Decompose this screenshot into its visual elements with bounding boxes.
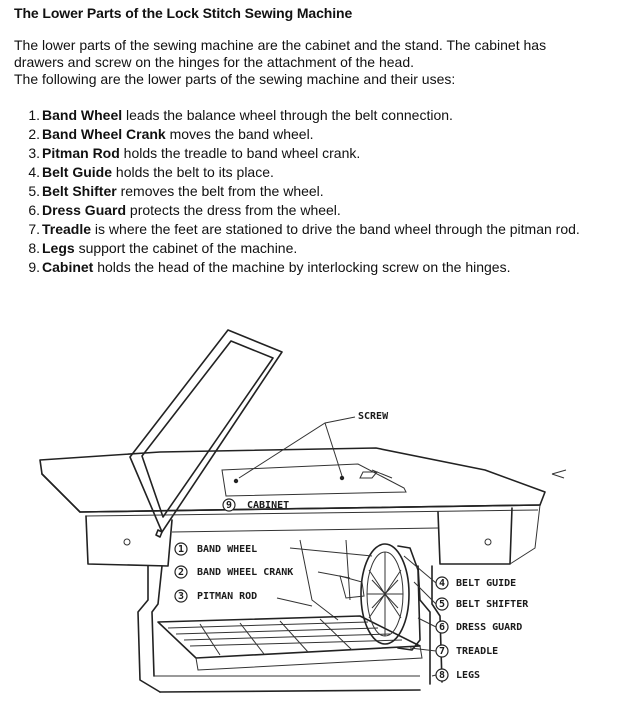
arrow-mark-icon bbox=[551, 469, 567, 479]
cabinet-label: CABINET bbox=[247, 500, 289, 511]
legs-label: LEGS bbox=[456, 670, 480, 681]
band-wheel-label: BAND WHEEL bbox=[197, 544, 257, 555]
belt-shifter-label: BELT SHIFTER bbox=[456, 599, 529, 610]
dress-guard-callout: 6 DRESS GUARD bbox=[417, 617, 522, 634]
band-wheel bbox=[339, 543, 421, 651]
list-item: 1.Band Wheel leads the balance wheel thr… bbox=[0, 106, 580, 125]
intro-paragraph: The lower parts of the sewing machine ar… bbox=[14, 37, 614, 88]
part-term: Legs bbox=[42, 240, 75, 256]
parts-list: 1.Band Wheel leads the balance wheel thr… bbox=[0, 106, 580, 277]
list-number: 4. bbox=[28, 164, 40, 180]
list-number: 2. bbox=[28, 126, 40, 142]
belt-shifter-number: 5 bbox=[439, 599, 445, 610]
band-wheel-crank-label: BAND WHEEL CRANK bbox=[197, 567, 293, 578]
list-item: 4.Belt Guide holds the belt to its place… bbox=[0, 163, 580, 182]
list-item: 2.Band Wheel Crank moves the band wheel. bbox=[0, 125, 580, 144]
part-description: moves the band wheel. bbox=[165, 126, 314, 142]
part-term: Band Wheel bbox=[42, 107, 123, 123]
pitman-rod-number: 3 bbox=[178, 591, 184, 602]
list-number: 1. bbox=[28, 107, 40, 123]
part-description: holds the treadle to band wheel crank. bbox=[119, 145, 361, 161]
machine-lid bbox=[129, 329, 283, 538]
list-item: 6.Dress Guard protects the dress from th… bbox=[0, 201, 580, 220]
sewing-machine-diagram: SCREW 9 CABINET bbox=[39, 329, 567, 693]
part-description: holds the head of the machine by interlo… bbox=[93, 259, 511, 275]
treadle-number: 7 bbox=[439, 646, 445, 657]
list-item: 5.Belt Shifter removes the belt from the… bbox=[0, 182, 580, 201]
intro-line: The lower parts of the sewing machine ar… bbox=[14, 37, 547, 53]
intro-line: drawers and screw on the hinges for the … bbox=[14, 54, 415, 70]
part-term: Pitman Rod bbox=[42, 145, 120, 161]
belt-guide-number: 4 bbox=[439, 578, 445, 589]
cabinet-number: 9 bbox=[226, 500, 232, 511]
dress-guard-label: DRESS GUARD bbox=[456, 622, 522, 633]
part-description: protects the dress from the wheel. bbox=[126, 202, 341, 218]
part-description: leads the balance wheel through the belt… bbox=[122, 107, 453, 123]
pitman-rod-callout: 3 PITMAN ROD bbox=[174, 589, 313, 607]
stand-frame bbox=[137, 539, 443, 693]
list-item: 7.Treadle is where the feet are statione… bbox=[0, 220, 580, 239]
part-description: is where the feet are stationed to drive… bbox=[91, 221, 580, 237]
part-term: Belt Shifter bbox=[42, 183, 117, 199]
dress-guard-number: 6 bbox=[439, 622, 445, 633]
cabinet-apron bbox=[85, 504, 541, 567]
part-term: Cabinet bbox=[42, 259, 94, 275]
part-term: Treadle bbox=[42, 221, 92, 237]
list-number: 3. bbox=[28, 145, 40, 161]
list-number: 6. bbox=[28, 202, 40, 218]
legs-callout: 8 LEGS bbox=[431, 668, 480, 682]
list-number: 8. bbox=[28, 240, 40, 256]
intro-line: The following are the lower parts of the… bbox=[14, 71, 456, 87]
band-wheel-number: 1 bbox=[178, 544, 184, 555]
document-title: The Lower Parts of the Lock Stitch Sewin… bbox=[14, 5, 353, 21]
band-wheel-crank-number: 2 bbox=[178, 567, 184, 578]
belt-guide-label: BELT GUIDE bbox=[456, 578, 516, 589]
list-number: 5. bbox=[28, 183, 40, 199]
part-description: removes the belt from the wheel. bbox=[116, 183, 324, 199]
part-term: Band Wheel Crank bbox=[42, 126, 166, 142]
treadle-callout: 7 TREADLE bbox=[409, 644, 498, 658]
band-wheel-crank-callout: 2 BAND WHEEL CRANK bbox=[174, 565, 351, 579]
treadle-plate bbox=[157, 615, 423, 671]
treadle-label: TREADLE bbox=[456, 646, 498, 657]
part-description: holds the belt to its place. bbox=[112, 164, 274, 180]
list-number: 7. bbox=[28, 221, 40, 237]
part-description: support the cabinet of the machine. bbox=[74, 240, 298, 256]
list-item: 8.Legs support the cabinet of the machin… bbox=[0, 239, 580, 258]
belt-shifter-callout: 5 BELT SHIFTER bbox=[413, 581, 529, 611]
part-term: Belt Guide bbox=[42, 164, 113, 180]
legs-number: 8 bbox=[439, 670, 445, 681]
screw-label: SCREW bbox=[358, 411, 389, 422]
pitman-rod-label: PITMAN ROD bbox=[197, 591, 257, 602]
belt-guide-callout: 4 BELT GUIDE bbox=[403, 555, 516, 590]
list-item: 9.Cabinet holds the head of the machine … bbox=[0, 258, 580, 277]
part-term: Dress Guard bbox=[42, 202, 127, 218]
list-number: 9. bbox=[28, 259, 40, 275]
cabinet-top bbox=[39, 447, 546, 517]
list-item: 3.Pitman Rod holds the treadle to band w… bbox=[0, 144, 580, 163]
band-wheel-callout: 1 BAND WHEEL bbox=[174, 542, 373, 557]
